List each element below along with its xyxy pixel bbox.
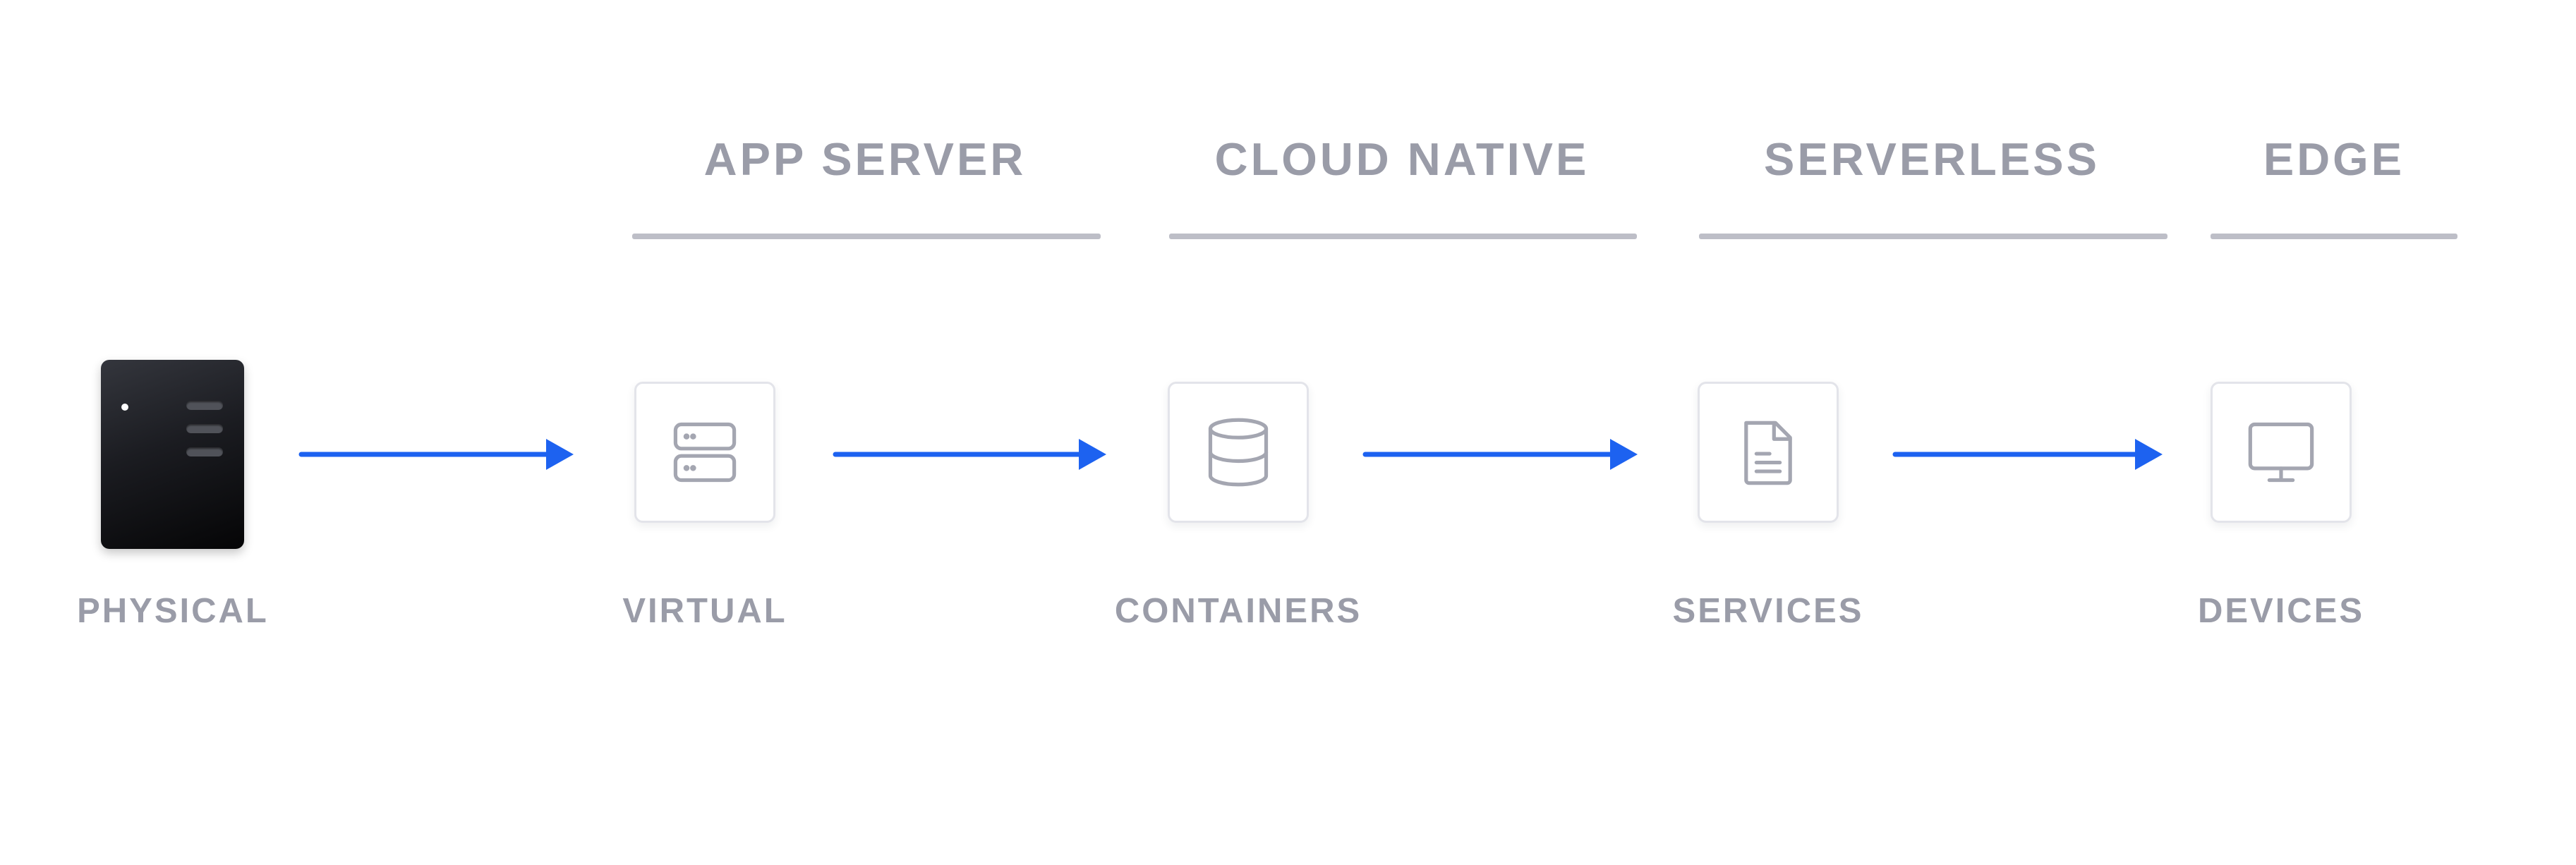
- drive-slot: [186, 424, 223, 433]
- stage-label-virtual: VIRTUAL: [622, 592, 787, 630]
- arrow-containers-to-services: [1362, 439, 1638, 470]
- stage-label-services: SERVICES: [1672, 592, 1864, 630]
- arrow-services-to-devices: [1892, 439, 2163, 470]
- arrow-physical-to-virtual: [298, 439, 574, 470]
- server-hardware-icon: [101, 360, 244, 549]
- devices-tile: [2211, 382, 2352, 523]
- era-divider-edge: [2211, 234, 2457, 239]
- containers-tile: [1168, 382, 1309, 523]
- stage-label-containers: CONTAINERS: [1114, 592, 1362, 630]
- era-title-cloud-native: CLOUD NATIVE: [1214, 133, 1590, 185]
- virtual-tile: [634, 382, 775, 523]
- era-divider-app-server: [632, 234, 1101, 239]
- era-title-app-server: APP SERVER: [703, 133, 1027, 185]
- drive-slot: [186, 401, 223, 410]
- era-divider-serverless: [1699, 234, 2167, 239]
- server-stack-icon: [673, 422, 737, 483]
- drive-slot: [186, 447, 223, 456]
- stage-label-physical: PHYSICAL: [77, 592, 269, 630]
- monitor-icon: [2248, 422, 2314, 483]
- database-icon: [1208, 418, 1269, 487]
- era-title-edge: EDGE: [2263, 133, 2405, 185]
- era-divider-cloud-native: [1169, 234, 1637, 239]
- services-tile: [1698, 382, 1839, 523]
- era-title-serverless: SERVERLESS: [1764, 133, 2100, 185]
- document-icon: [1744, 421, 1792, 485]
- stage-label-devices: DEVICES: [2197, 592, 2365, 630]
- arrow-virtual-to-containers: [833, 439, 1106, 470]
- power-led: [121, 404, 128, 411]
